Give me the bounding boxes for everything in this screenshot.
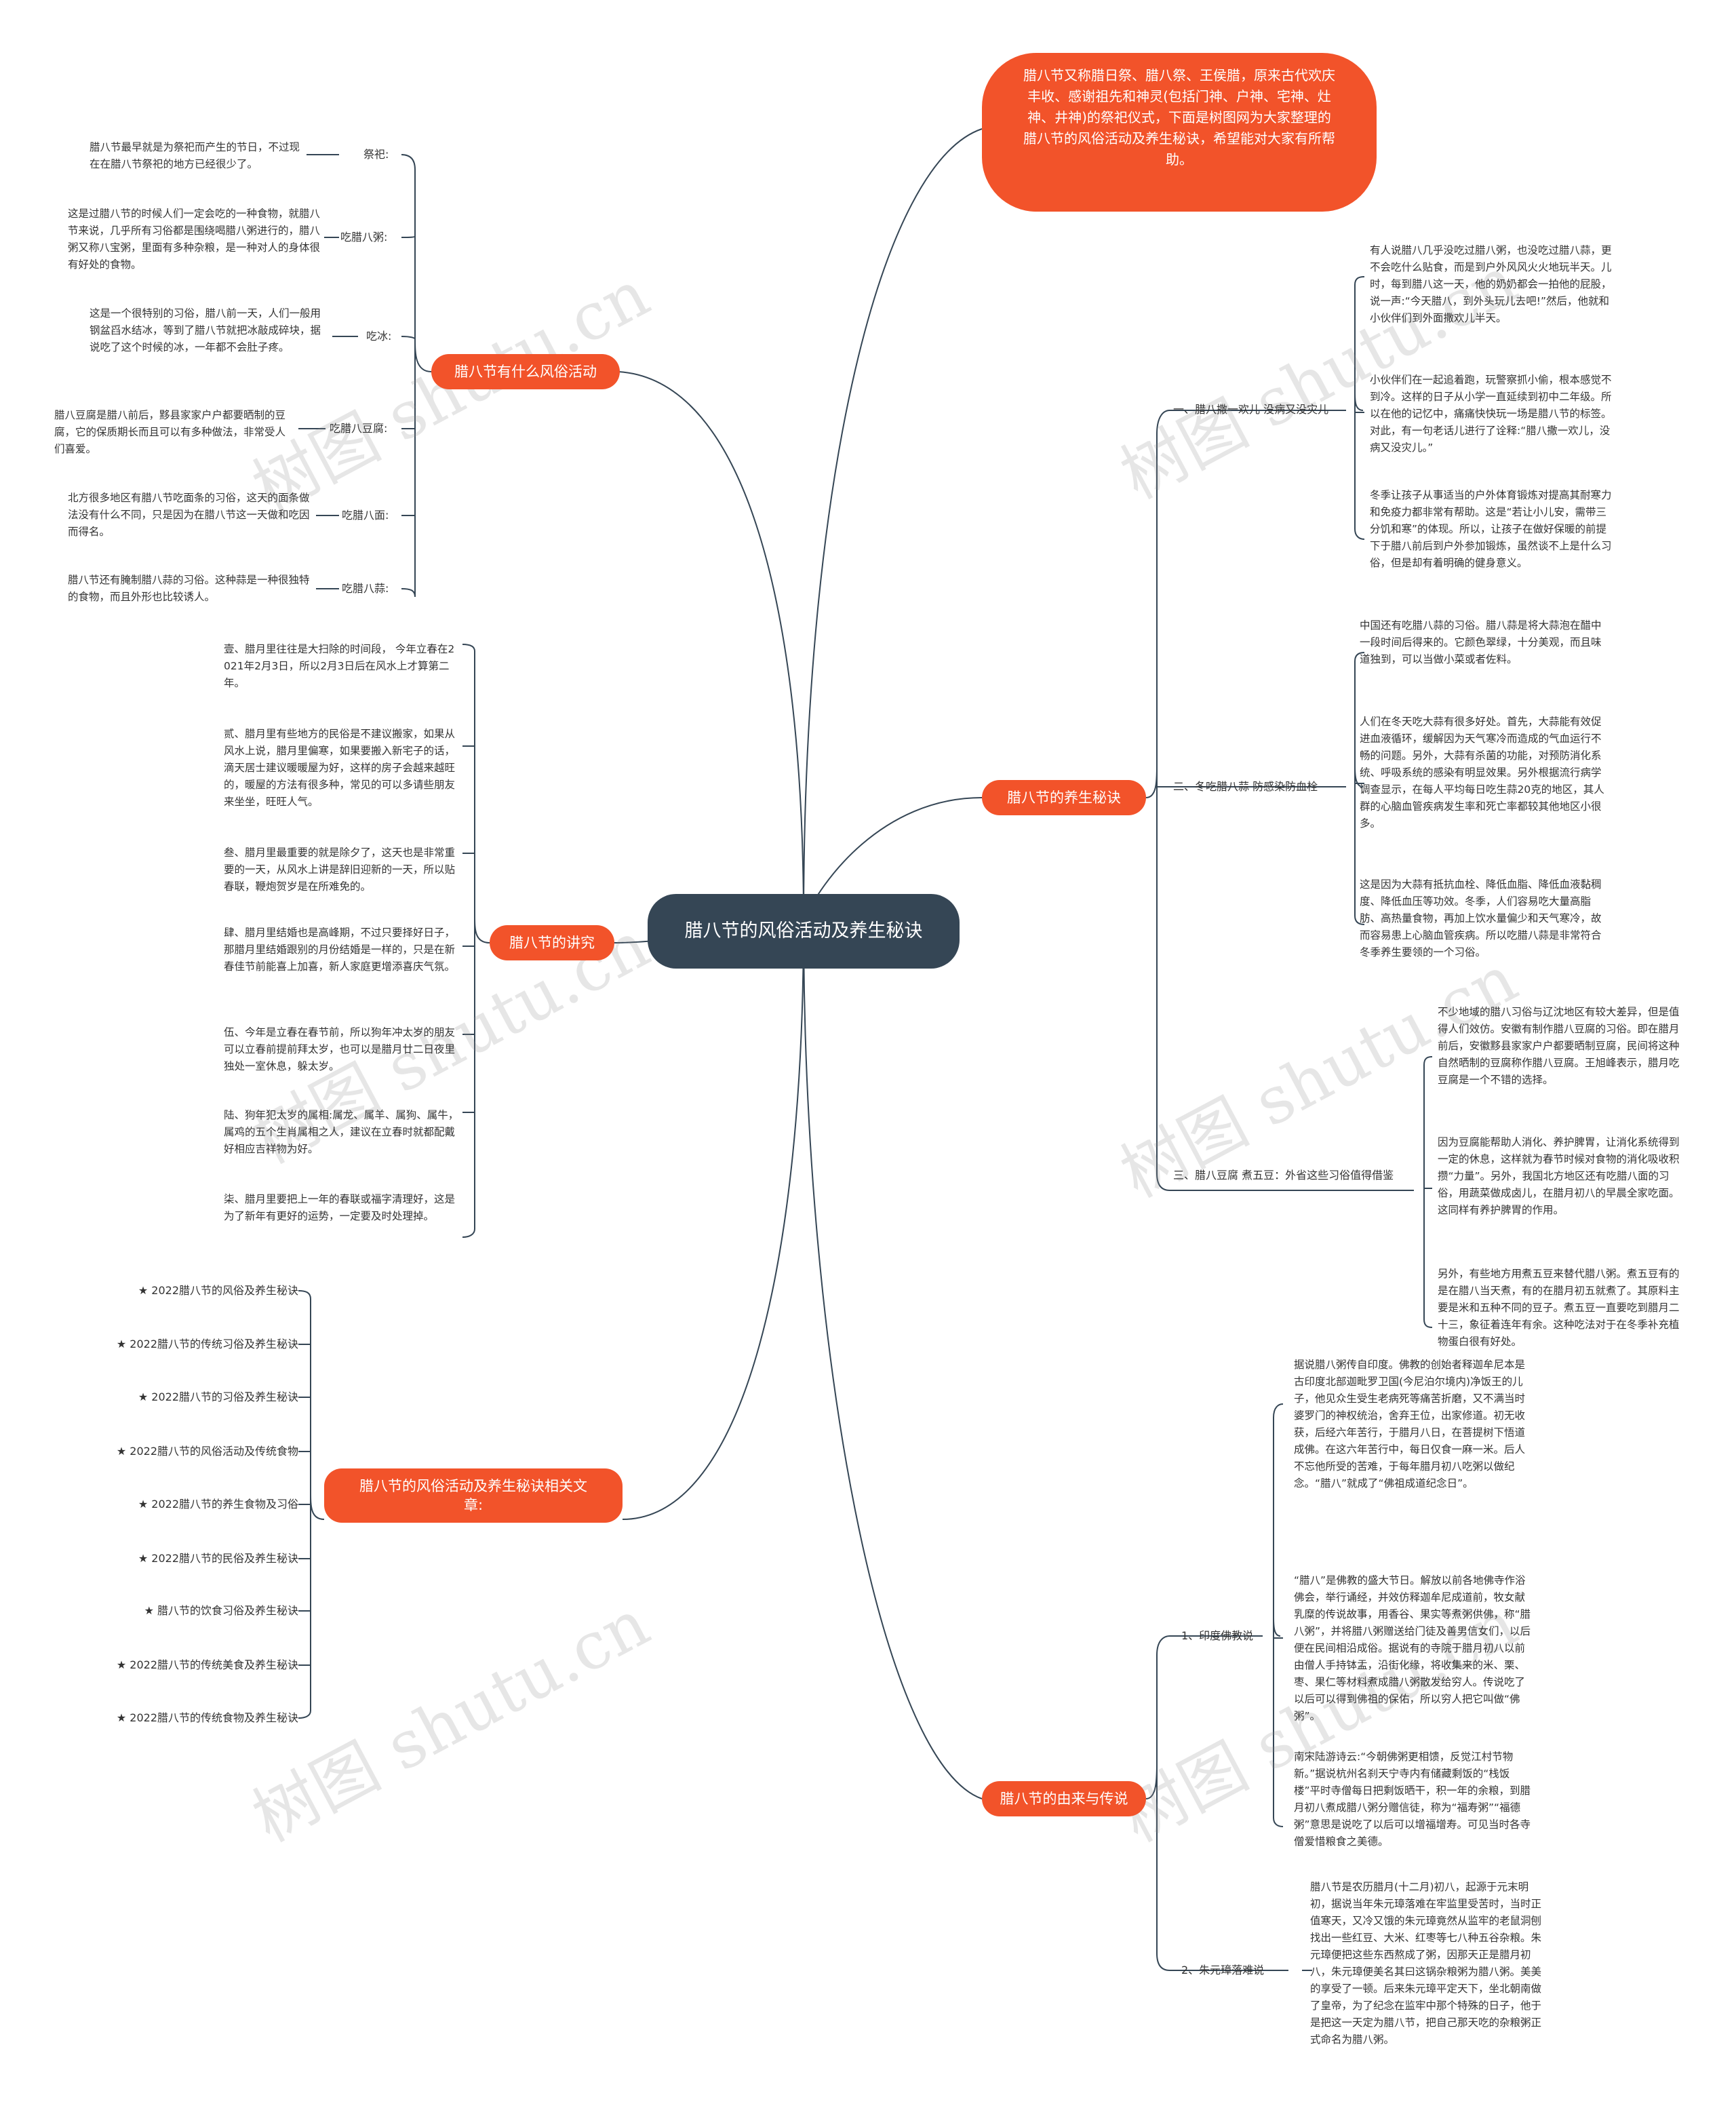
taboo-text: 伍、今年是立春在春节前，所以狗年冲太岁的朋友可以立春前提前拜太岁，也可以是腊月廿… <box>224 1026 456 1072</box>
related-link[interactable]: ★ 2022腊八节的传统美食及养生秘诀 <box>116 1658 298 1671</box>
taboo-text: 贰、腊月里有些地方的民俗是不建议搬家，如果从风水上说，腊月里偏寒，如果要搬入新宅… <box>224 728 456 808</box>
branch-related-articles[interactable]: 腊八节的风俗活动及养生秘诀相关文章: <box>324 1468 623 1523</box>
branch-customs[interactable]: 腊八节有什么风俗活动 <box>431 354 620 389</box>
health-text: 不少地域的腊八习俗与辽沈地区有较大差异，但是值得人们效仿。安徽有制作腊八豆腐的习… <box>1438 1006 1680 1086</box>
customs-label: 吃腊八粥: <box>340 231 388 243</box>
origin-group-label: 1、印度佛教说 <box>1181 1629 1254 1642</box>
health-text: 人们在冬天吃大蒜有很多好处。首先，大蒜能有效促进血液循环，缓解因为天气寒冷而造成… <box>1360 716 1604 830</box>
related-link[interactable]: ★ 2022腊八节的养生食物及习俗 <box>138 1498 298 1511</box>
related-link[interactable]: ★ 2022腊八节的风俗活动及传统食物 <box>116 1445 298 1458</box>
health-text: 有人说腊八几乎没吃过腊八粥，也没吃过腊八蒜，更不会吃什么贴食，而是到户外风风火火… <box>1370 244 1612 324</box>
health-text: 中国还有吃腊八蒜的习俗。腊八蒜是将大蒜泡在醋中一段时间后得来的。它颜色翠绿，十分… <box>1360 619 1602 665</box>
customs-text: 腊八豆腐是腊八前后，黟县家家户户都要晒制的豆腐，它的保质期长而且可以有多种做法，… <box>54 409 286 455</box>
customs-label: 祭祀: <box>363 148 389 161</box>
customs-label: 吃冰: <box>366 330 392 343</box>
customs-label: 吃腊八面: <box>342 509 389 522</box>
taboo-text: 壹、腊月里往往是大扫除的时间段， 今年立春在2021年2月3日，所以2月3日后在… <box>224 643 455 689</box>
customs-text: 这是过腊八节的时候人们一定会吃的一种食物，就腊八节来说，几乎所有习俗都是围绕喝腊… <box>68 208 321 271</box>
customs-text: 腊八节还有腌制腊八蒜的习俗。这种蒜是一种很独特的食物，而且外形也比较诱人。 <box>68 574 310 603</box>
customs-text: 北方很多地区有腊八节吃面条的习俗，这天的面条做法没有什么不同，只是因为在腊八节这… <box>68 492 310 538</box>
customs-label: 吃腊八蒜: <box>342 582 389 595</box>
customs-text: 腊八节最早就是为祭祀而产生的节日，不过现在在腊八节祭祀的地方已经很少了。 <box>90 141 300 170</box>
health-text: 因为豆腐能帮助人消化、养护脾胃，让消化系统得到一定的休息，这样就为春节时候对食物… <box>1438 1136 1680 1216</box>
health-text: 这是因为大蒜有抵抗血栓、降低血脂、降低血液黏稠度、降低血压等功效。冬季，人们容易… <box>1360 878 1602 958</box>
branch-origin[interactable]: 腊八节的由来与传说 <box>982 1781 1146 1816</box>
customs-text: 这是一个很特别的习俗，腊八前一天，人们一般用钢盆舀水结冰，等到了腊八节就把冰敲成… <box>90 307 321 353</box>
taboo-text: 陆、狗年犯太岁的属相:属龙、属羊、属狗、属牛，属鸡的五个生肖属相之人，建议在立春… <box>224 1109 459 1155</box>
intro-bubble[interactable]: 腊八节又称腊日祭、腊八祭、王侯腊，原来古代欢庆丰收、感谢祖先和神灵(包括门神、户… <box>982 53 1377 212</box>
health-group-label: 三、腊八豆腐 煮五豆：外省这些习俗值得借鉴 <box>1173 1169 1394 1182</box>
health-group-label: 一、腊八撒一欢儿 没病又没灾儿 <box>1173 403 1329 416</box>
related-link[interactable]: ★ 2022腊八节的传统习俗及养生秘诀 <box>116 1338 298 1350</box>
related-link[interactable]: ★ 2022腊八节的风俗及养生秘诀 <box>138 1284 298 1297</box>
central-topic[interactable]: 腊八节的风俗活动及养生秘诀 <box>648 894 960 969</box>
customs-label: 吃腊八豆腐: <box>330 422 388 435</box>
related-link[interactable]: ★ 2022腊八节的民俗及养生秘诀 <box>138 1552 298 1565</box>
health-text: 另外，有些地方用煮五豆来替代腊八粥。煮五豆有的是在腊八当天煮，有的在腊月初五就煮… <box>1438 1268 1680 1348</box>
origin-text: 据说腊八粥传自印度。佛教的创始者释迦牟尼本是古印度北部迦毗罗卫国(今尼泊尔境内)… <box>1294 1359 1526 1489</box>
health-text: 冬季让孩子从事适当的户外体育锻炼对提高其耐寒力和免疫力都非常有帮助。这是“若让小… <box>1370 489 1612 569</box>
health-group-label: 二、冬吃腊八蒜 防感染防血栓 <box>1173 780 1318 793</box>
origin-text: 腊八节是农历腊月(十二月)初八，起源于元末明初，据说当年朱元璋落难在牢监里受苦时… <box>1310 1881 1542 2046</box>
branch-health[interactable]: 腊八节的养生秘诀 <box>982 780 1146 815</box>
origin-text: “腊八”是佛教的盛大节日。解放以前各地佛寺作浴佛会，举行诵经，并效仿释迦牟尼成道… <box>1294 1574 1531 1722</box>
related-link[interactable]: ★ 2022腊八节的习俗及养生秘诀 <box>138 1390 298 1403</box>
related-link[interactable]: ★ 2022腊八节的传统食物及养生秘诀 <box>116 1711 298 1724</box>
origin-text: 南宋陆游诗云:“今朝佛粥更相馈，反觉江村节物新。”据说杭州名刹天宁寺内有储藏剩饭… <box>1294 1751 1531 1848</box>
health-text: 小伙伴们在一起追着跑，玩警察抓小偷，根本感觉不到冷。这样的日子从小学一直延续到初… <box>1370 374 1612 454</box>
taboo-text: 肆、腊月里结婚也是高峰期，不过只要择好日子，那腊月里结婚跟别的月份结婚是一样的，… <box>224 927 456 973</box>
related-link[interactable]: ★ 腊八节的饮食习俗及养生秘诀 <box>144 1604 298 1617</box>
taboo-text: 叁、腊月里最重要的就是除夕了，这天也是非常重要的一天，从风水上讲是辞旧迎新的一天… <box>224 846 456 893</box>
branch-taboos[interactable]: 腊八节的讲究 <box>490 925 614 960</box>
taboo-text: 柒、腊月里要把上一年的春联或福字清理好，这是为了新年有更好的运势，一定要及时处理… <box>224 1193 456 1222</box>
origin-group-label: 2、朱元璋落难说 <box>1181 1964 1265 1976</box>
